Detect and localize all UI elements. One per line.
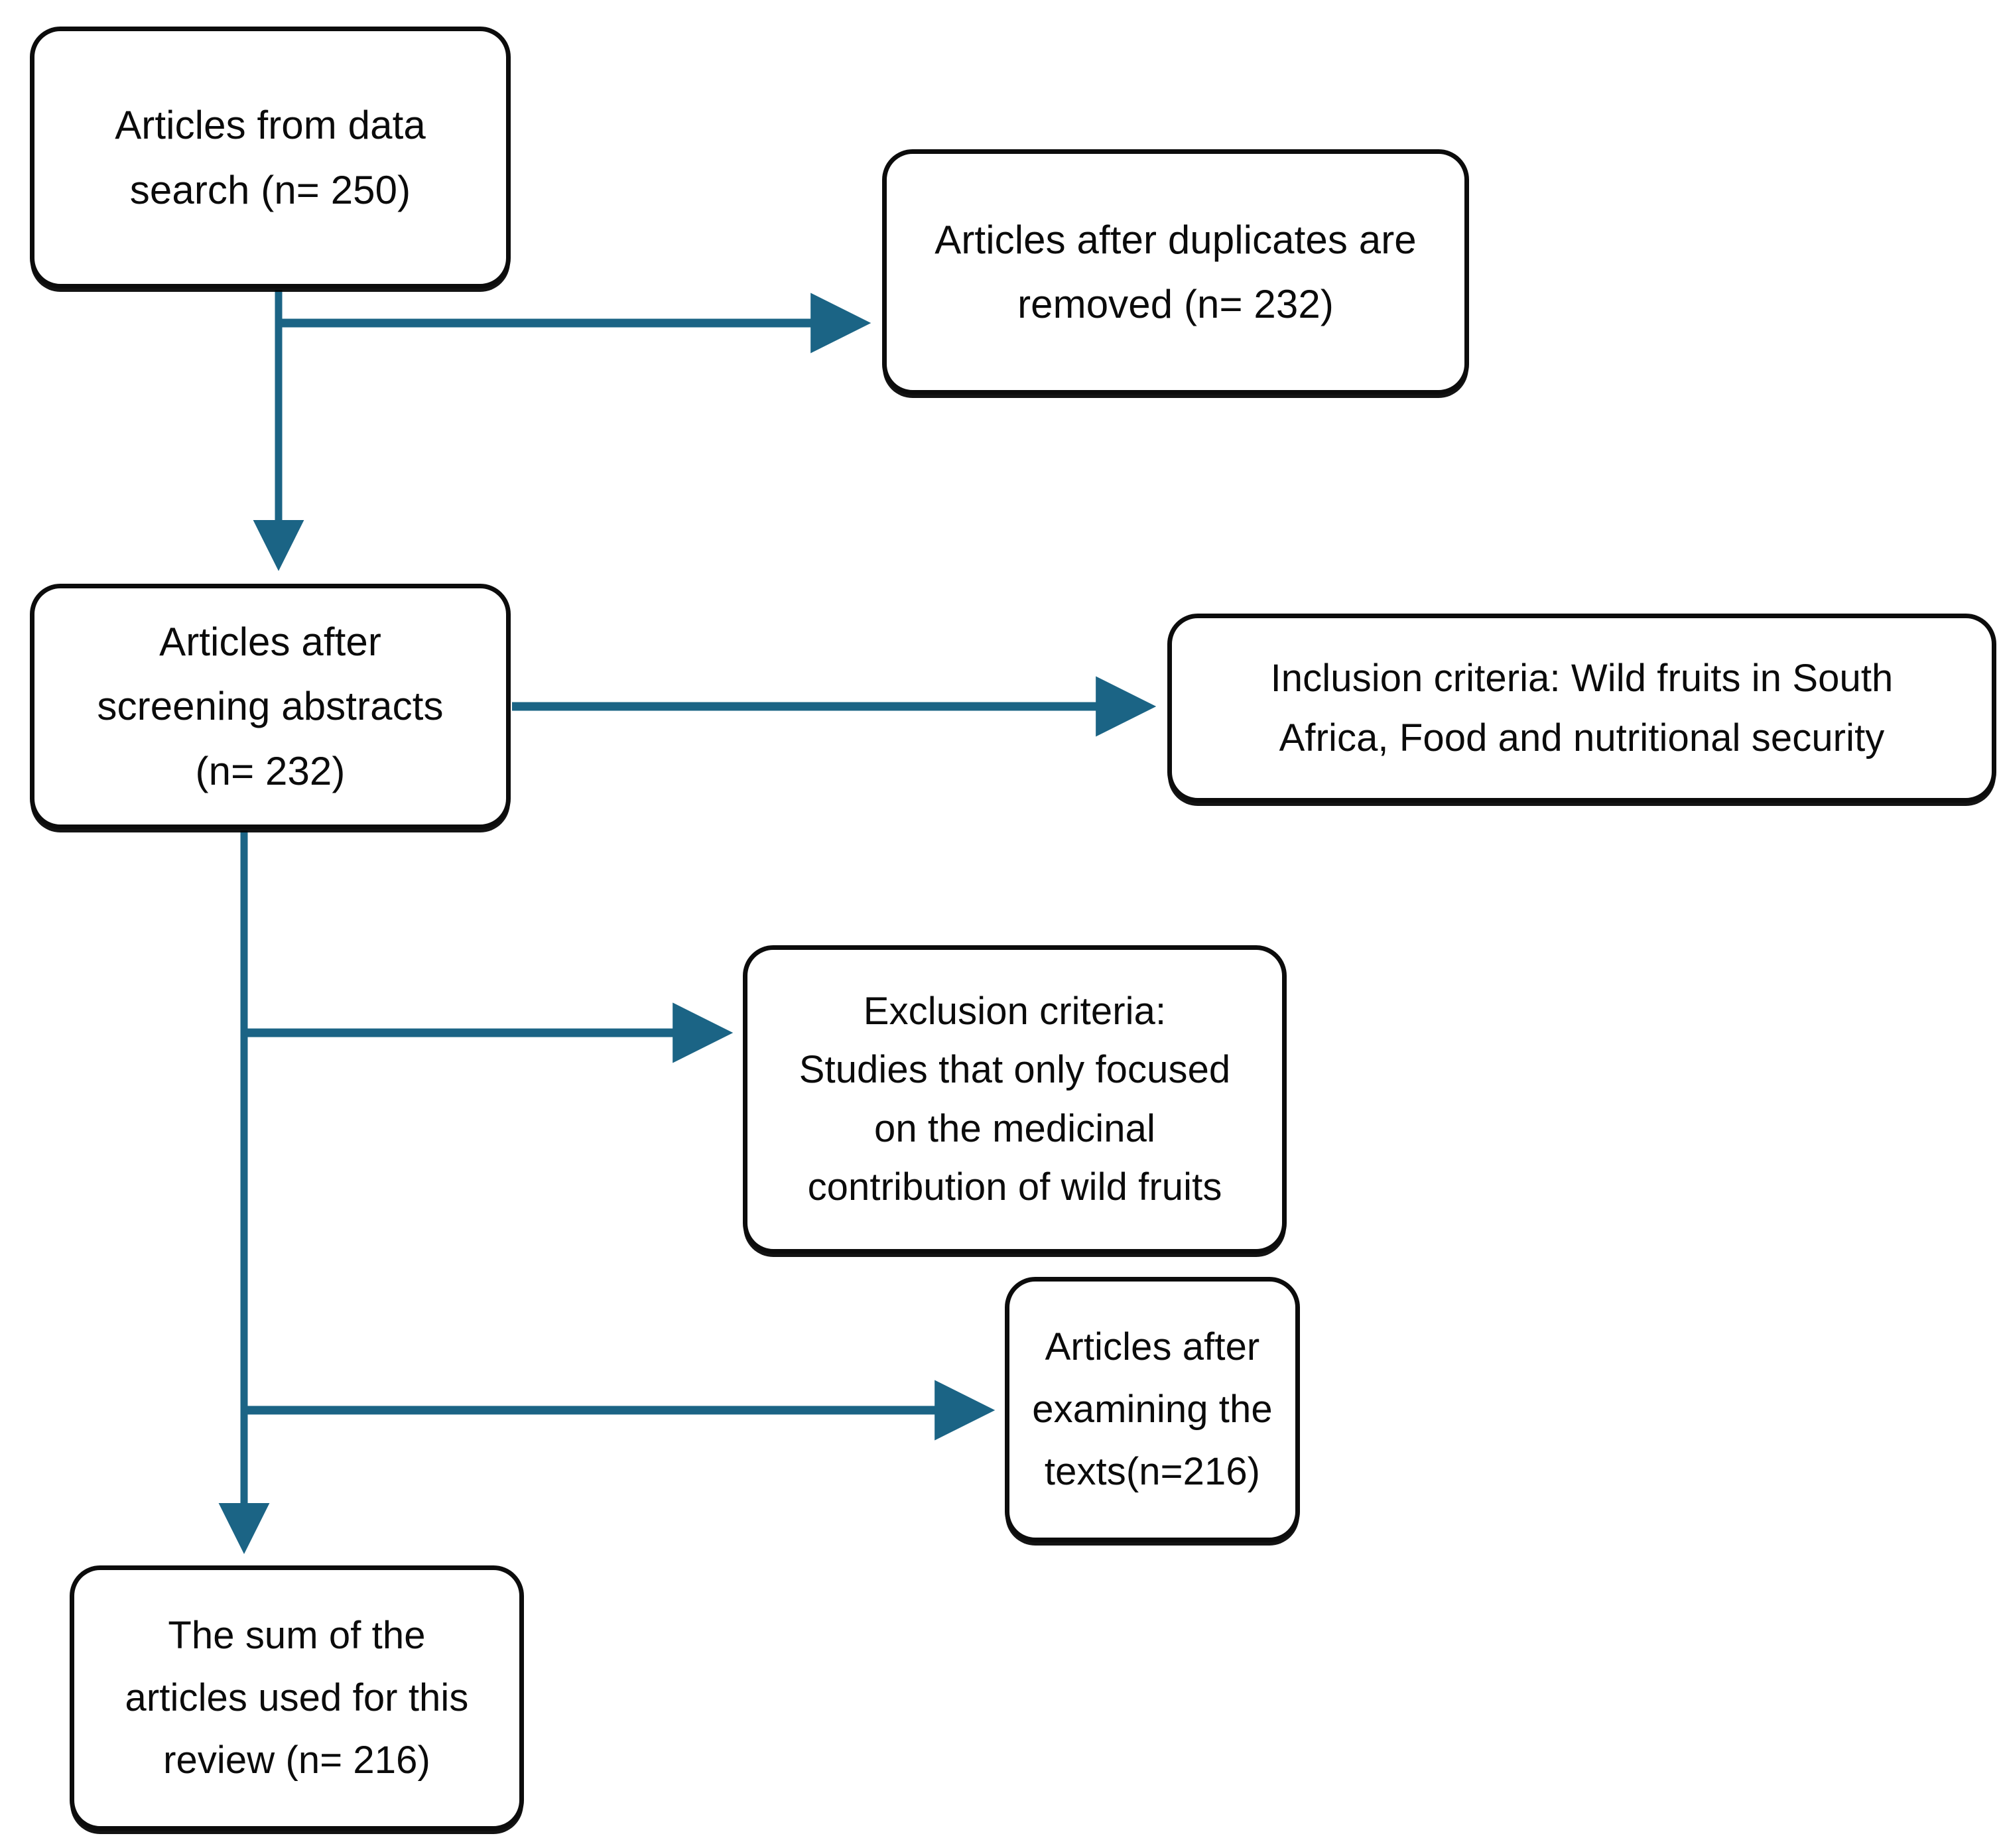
node-exclusion-criteria[interactable]: Exclusion criteria: Studies that only fo… (743, 945, 1287, 1254)
node-articles-after-screening-abstracts[interactable]: Articles after screening abstracts (n= 2… (30, 584, 511, 829)
node-search-label: Articles from data search (n= 250) (115, 103, 426, 212)
node-dedup-label: Articles after duplicates are removed (n… (935, 217, 1417, 326)
node-exclusion-label: Exclusion criteria: Studies that only fo… (799, 990, 1231, 1209)
node-total-label: The sum of the articles used for this re… (125, 1614, 469, 1782)
node-articles-after-examining-texts[interactable]: Articles after examining the texts(n=216… (1005, 1277, 1300, 1542)
node-articles-from-data-search[interactable]: Articles from data search (n= 250) (30, 27, 511, 289)
node-inclusion-label: Inclusion criteria: Wild fruits in South… (1270, 656, 1894, 759)
node-inclusion-criteria[interactable]: Inclusion criteria: Wild fruits in South… (1167, 614, 1996, 803)
node-screening-label: Articles after screening abstracts (n= 2… (97, 620, 444, 793)
node-fulltext-label: Articles after examining the texts(n=216… (1032, 1325, 1273, 1493)
node-sum-of-articles-used[interactable]: The sum of the articles used for this re… (70, 1565, 524, 1831)
node-articles-after-duplicates-removed[interactable]: Articles after duplicates are removed (n… (882, 149, 1469, 395)
